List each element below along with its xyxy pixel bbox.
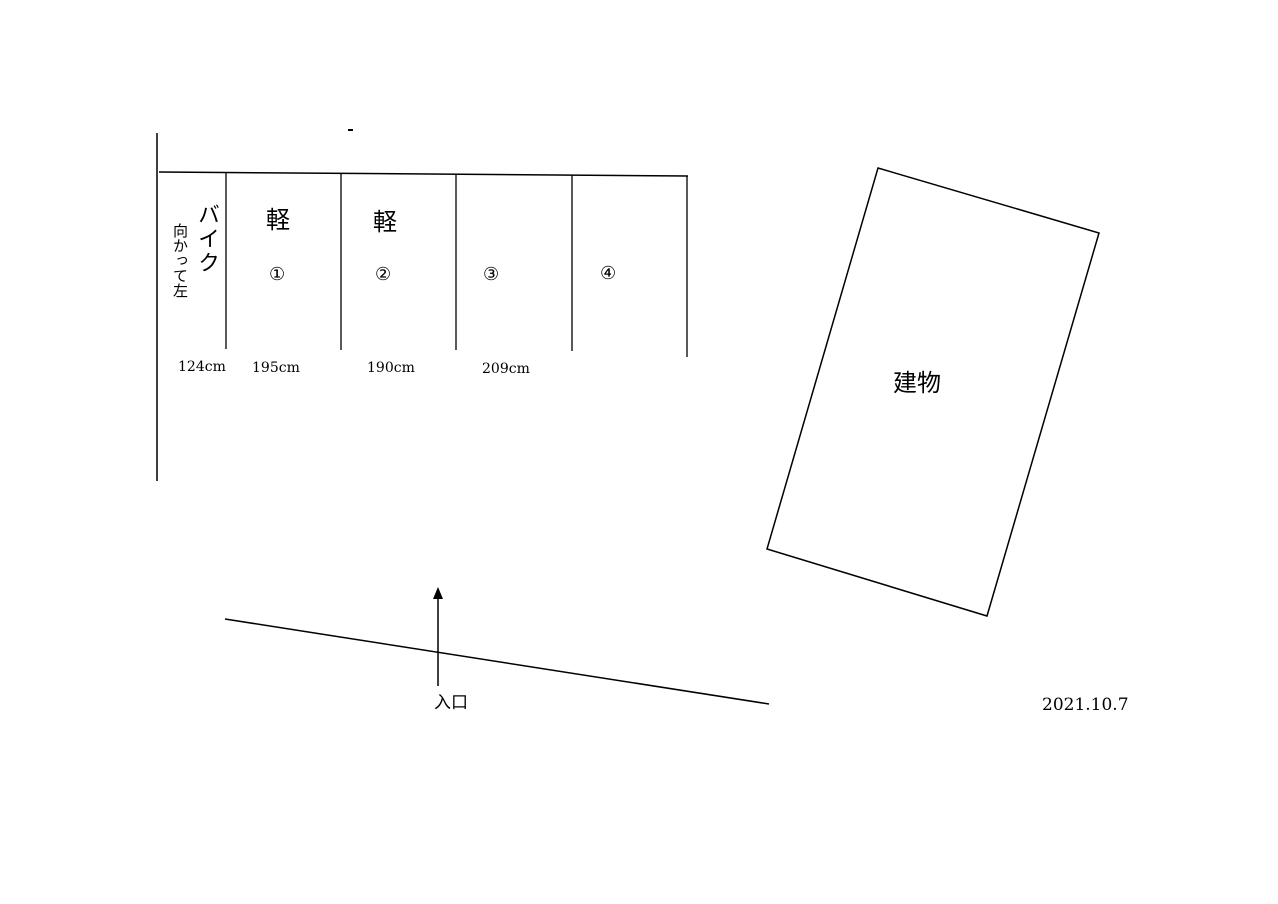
space-2-width: 190cm <box>367 360 415 376</box>
date-label: 2021.10.7 <box>1042 695 1129 715</box>
space-4-number: ④ <box>600 263 617 284</box>
bike-space-title: バイク <box>194 203 219 275</box>
space-3-number: ③ <box>483 264 500 285</box>
bike-space-note: 向かって左 <box>171 223 189 298</box>
road-line <box>224 618 770 705</box>
parking-top-line <box>158 171 689 177</box>
entrance-label: 入口 <box>434 693 468 713</box>
space-3-width: 209cm <box>482 361 530 377</box>
space-2-type: 軽 <box>373 208 397 236</box>
space-1-type: 軽 <box>266 206 290 234</box>
space-1-number: ① <box>269 264 286 285</box>
bike-space-width: 124cm <box>178 359 226 375</box>
entrance-arrow-head-icon <box>433 587 443 599</box>
speck <box>348 129 353 131</box>
space-1-width: 195cm <box>252 360 300 376</box>
building-label: 建物 <box>893 369 941 397</box>
building-outline <box>766 167 1100 617</box>
space-2-number: ② <box>375 264 392 285</box>
